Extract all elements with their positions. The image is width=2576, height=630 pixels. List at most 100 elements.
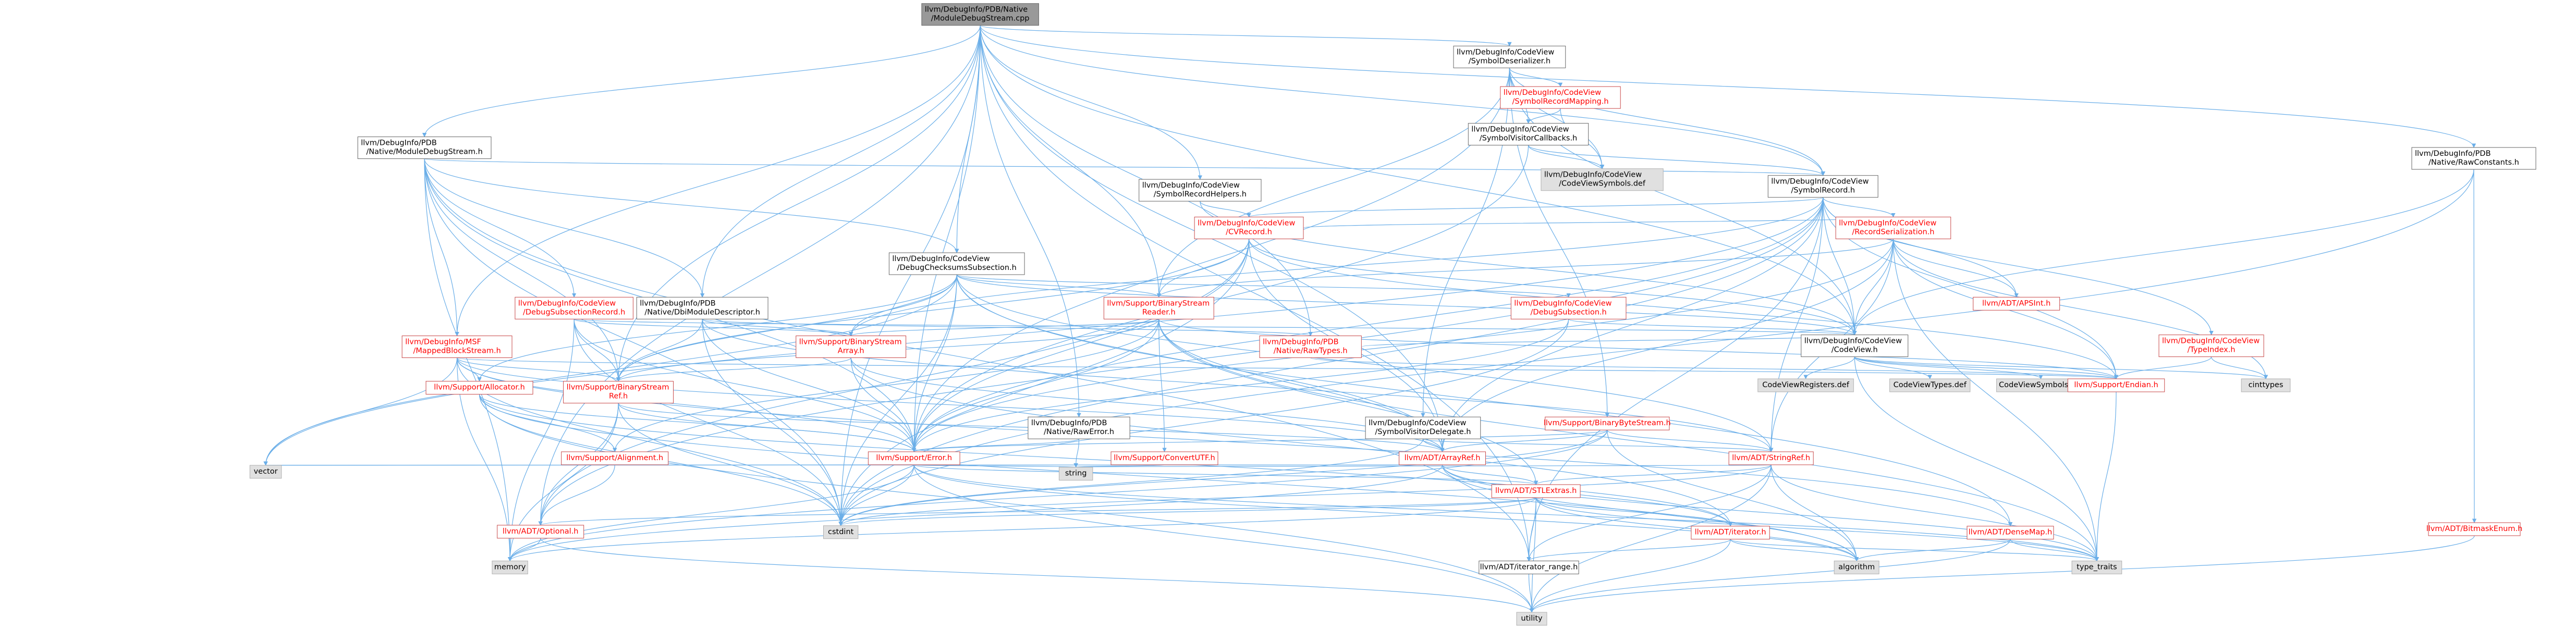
edge-SymbolRecord-to-StringRef (1768, 197, 1824, 452)
node-symbol-visitor-delegate[interactable]: llvm/DebugInfo/CodeView/SymbolVisitorDel… (1365, 416, 1481, 439)
node-symbol-record[interactable]: llvm/DebugInfo/CodeView/SymbolRecord.h (1767, 175, 1878, 198)
node-raw-error[interactable]: llvm/DebugInfo/PDB/Native/RawError.h (1028, 416, 1130, 439)
node-type_traits[interactable]: type_traits (2071, 560, 2122, 574)
node-debug-subsection-record[interactable]: llvm/DebugInfo/CodeView/DebugSubsectionR… (515, 297, 633, 319)
node-label-line: Array.h (838, 347, 864, 355)
edge-Optional-to-memory (507, 538, 541, 562)
node-error[interactable]: llvm/Support/Error.h (868, 451, 960, 465)
node-box (823, 525, 859, 539)
node-symbol-record-mapping[interactable]: llvm/DebugInfo/CodeView/SymbolRecordMapp… (1500, 86, 1621, 109)
node-symbol-visitor-callbacks[interactable]: llvm/DebugInfo/CodeView/SymbolVisitorCal… (1468, 123, 1589, 146)
node-dbi-module-descriptor[interactable]: llvm/DebugInfo/PDB/Native/DbiModuleDescr… (636, 297, 768, 319)
edge-ArrayRef-to-iterator (1442, 464, 1733, 527)
edge-StringRef-to-STLExtras (1534, 464, 1772, 485)
node-cvrecord[interactable]: llvm/DebugInfo/CodeView/CVRecord.h (1194, 216, 1304, 239)
node-symbol-record-helpers[interactable]: llvm/DebugInfo/CodeView/SymbolRecordHelp… (1139, 179, 1262, 202)
node-box (515, 297, 633, 319)
node-symbol-deserializer[interactable]: llvm/DebugInfo/CodeView/SymbolDeserializ… (1453, 45, 1566, 68)
node-array-ref[interactable]: llvm/ADT/ArrayRef.h (1399, 451, 1486, 465)
node-bitmask-enum[interactable]: llvm/ADT/BitmaskEnum.h (2426, 522, 2523, 536)
node-box (1545, 416, 1670, 430)
node-algorithm[interactable]: algorithm (1834, 560, 1879, 574)
edge-CVRecord-to-Error (912, 239, 1250, 452)
edge-Error-to-STLExtras (913, 464, 1538, 485)
node-label-line: /CodeViewSymbols.def (1559, 180, 1646, 188)
node-label-line: llvm/ADT/iterator.h (1695, 528, 1766, 537)
edge-BinaryStreamReader-to-STLExtras (1158, 319, 1539, 485)
edge-BinaryStreamReader-to-Alignment (613, 319, 1159, 452)
node-code-view-h[interactable]: llvm/DebugInfo/CodeView/CodeView.h (1801, 335, 1909, 357)
edge-DebugChecksumsSubsection-to-cstdint (838, 275, 957, 526)
node-endian[interactable]: llvm/Support/Endian.h (2067, 378, 2165, 392)
node-label-line: llvm/DebugInfo/CodeView (1369, 419, 1466, 427)
edge-SymbolRecord-to-CVRecord (1247, 197, 1824, 218)
edge-BinaryStreamReader-to-type_traits (1158, 319, 2099, 562)
node-raw-types[interactable]: llvm/DebugInfo/PDB/Native/RawTypes.h (1259, 335, 1362, 358)
node-memory[interactable]: memory (492, 560, 528, 574)
node-cstdint[interactable]: cstdint (823, 525, 859, 539)
edge-SymbolRecord-to-Optional (538, 197, 1824, 526)
edge-SymbolDeserializer-to-CodeViewSymbolsDef (1509, 68, 1605, 169)
node-box (1967, 526, 2054, 540)
node-box (1491, 484, 1581, 498)
node-label-line: /Native/RawConstants.h (2428, 158, 2519, 167)
node-vector[interactable]: vector (249, 465, 282, 479)
edge-root-to-RawConstants (980, 25, 2476, 148)
node-box (1541, 168, 1664, 191)
node-label-line: llvm/ADT/DenseMap.h (1969, 528, 2053, 537)
edge-Error-to-cstdint (838, 464, 914, 526)
node-optional[interactable]: llvm/ADT/Optional.h (497, 525, 584, 539)
edge-MappedBlockStream-to-BinaryStreamRef (457, 357, 621, 382)
node-module-debug-stream-h[interactable]: llvm/DebugInfo/PDB/Native/ModuleDebugStr… (357, 137, 492, 159)
edge-MappedBlockStream-to-ArrayRef (457, 357, 1445, 452)
node-box (1757, 378, 1854, 392)
node-type-index[interactable]: llvm/DebugInfo/CodeView/TypeIndex.h (2158, 335, 2264, 357)
node-record-serialization[interactable]: llvm/DebugInfo/CodeView/RecordSerializat… (1835, 216, 1951, 239)
edge-DebugSubsectionRecord-to-memory (507, 319, 575, 562)
node-label-line: llvm/DebugInfo/CodeView (1198, 219, 1295, 227)
node-label-line: vector (254, 467, 278, 476)
node-box (425, 381, 533, 395)
node-box (497, 525, 584, 539)
node-cinttypes[interactable]: cinttypes (2241, 378, 2291, 392)
node-binary-byte-stream[interactable]: llvm/Support/BinaryByteStream.h (1544, 416, 1671, 430)
edge-BinaryStreamArray-to-iterator (850, 357, 1733, 527)
node-debug-checksums-subsection[interactable]: llvm/DebugInfo/CodeView/DebugChecksumsSu… (888, 252, 1025, 275)
node-string-ref[interactable]: llvm/ADT/StringRef.h (1728, 451, 1814, 465)
node-allocator[interactable]: llvm/Support/Allocator.h (425, 381, 533, 395)
node-label-line: /RecordSerialization.h (1852, 228, 1934, 236)
node-label-line: llvm/ADT/ArrayRef.h (1405, 454, 1481, 462)
node-raw-constants[interactable]: llvm/DebugInfo/PDB/Native/RawConstants.h (2411, 147, 2536, 170)
node-iterator[interactable]: llvm/ADT/iterator.h (1691, 526, 1770, 540)
edge-root-to-iterator_range (980, 25, 1531, 562)
node-convert-utf[interactable]: llvm/Support/ConvertUTF.h (1110, 451, 1218, 465)
node-string[interactable]: string (1058, 467, 1093, 481)
node-debug-subsection[interactable]: llvm/DebugInfo/CodeView/DebugSubsection.… (1510, 297, 1627, 319)
edge-DbiModuleDescriptor-to-StringRef (702, 319, 1774, 452)
edge-CVRecord-to-Optional (538, 239, 1250, 526)
node-dense-map[interactable]: llvm/ADT/DenseMap.h (1967, 526, 2054, 540)
node-box (1103, 297, 1214, 319)
edge-RecordSerialization-to-APSInt (1893, 239, 2019, 298)
node-stlextras[interactable]: llvm/ADT/STLExtras.h (1491, 484, 1581, 498)
node-box (921, 3, 1039, 26)
node-code-view-registers-def[interactable]: CodeViewRegisters.def (1757, 378, 1854, 392)
node-label-line: llvm/DebugInfo/PDB (640, 299, 716, 307)
node-utility[interactable]: utility (1516, 612, 1547, 626)
node-code-view-symbols-def[interactable]: llvm/DebugInfo/CodeView/CodeViewSymbols.… (1541, 168, 1664, 191)
edge-Allocator-to-iterator (479, 394, 1733, 527)
edge-ModuleDebugStreamH-to-DebugSubsectionRecord (424, 158, 577, 298)
edge-ArrayRef-to-STLExtras (1442, 464, 1539, 485)
node-apsint[interactable]: llvm/ADT/APSInt.h (1973, 297, 2060, 311)
node-label-line: llvm/Support/BinaryByteStream.h (1544, 419, 1671, 427)
edge-RawError-to-string (1073, 439, 1080, 468)
node-mapped-block-stream[interactable]: llvm/DebugInfo/MSF/MappedBlockStream.h (401, 335, 512, 358)
node-iterator_range[interactable]: llvm/ADT/iterator_range.h (1479, 560, 1579, 574)
node-alignment[interactable]: llvm/Support/Alignment.h (561, 451, 669, 465)
edge-STLExtras-to-utility (1529, 497, 1536, 613)
node-code-view-types-def[interactable]: CodeViewTypes.def (1889, 378, 1971, 392)
edge-RecordSerialization-to-BinaryStreamReader (1156, 239, 1894, 298)
